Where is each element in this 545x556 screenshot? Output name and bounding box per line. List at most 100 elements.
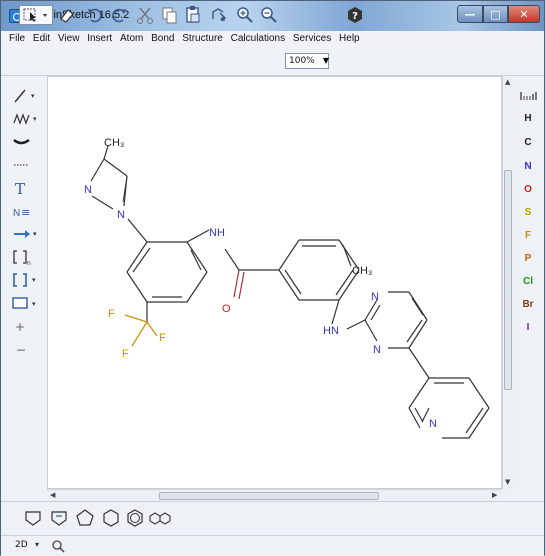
title-bar[interactable]: MarvinSketch 16.5.2 — □ ✕ xyxy=(1,1,544,31)
chain-icon[interactable]: ▾ xyxy=(11,109,39,129)
horizontal-scrollbar[interactable]: ◀ ▶ xyxy=(47,489,502,501)
select-tool-button[interactable] xyxy=(19,5,53,25)
atom-n-pyrimidine-1: N xyxy=(371,291,379,303)
vertical-scroll-thumb[interactable] xyxy=(504,170,512,390)
svg-text:?: ? xyxy=(352,11,358,22)
menu-insert[interactable]: Insert xyxy=(87,33,113,44)
vertical-scrollbar[interactable]: ▲ ▼ xyxy=(502,76,513,489)
element-cl-button[interactable]: Cl xyxy=(523,276,533,287)
dimension-chevron-icon[interactable]: ▾ xyxy=(35,540,40,549)
cyclohexane-icon[interactable] xyxy=(101,508,121,528)
menu-file[interactable]: File xyxy=(9,33,26,44)
atom-n-imidazole-1: N xyxy=(84,184,92,196)
element-c-button[interactable]: C xyxy=(524,137,532,148)
window-title: MarvinSketch 16.5.2 xyxy=(29,9,130,21)
atom-nh: NH xyxy=(209,227,225,239)
status-bar: 2D ▾ xyxy=(1,535,544,556)
paste-icon[interactable] xyxy=(183,5,203,25)
atom-ch3-top: CH₃ xyxy=(104,137,124,149)
clean-icon[interactable] xyxy=(209,5,229,25)
element-br-button[interactable]: Br xyxy=(522,299,534,310)
undo-icon[interactable] xyxy=(85,5,105,25)
atom-ch3-right: CH₃ xyxy=(352,265,372,277)
zoom-out-icon[interactable] xyxy=(259,5,279,25)
select-icon xyxy=(23,8,47,22)
copy-icon[interactable] xyxy=(159,5,179,25)
element-n-button[interactable]: N xyxy=(524,161,532,172)
left-toolbar: ▾ ▾ T N ≡ ▾ n ▾ xyxy=(1,76,46,496)
svg-text:▾: ▾ xyxy=(32,276,36,284)
svg-text:▾: ▾ xyxy=(31,92,35,100)
element-s-button[interactable]: S xyxy=(524,207,532,218)
element-toolbar: H C N O S F P Cl Br I xyxy=(513,76,545,496)
arrow-tool-icon[interactable]: ▾ xyxy=(11,224,39,244)
bracket-tool-icon[interactable]: ▾ xyxy=(11,270,39,290)
element-p-button[interactable]: P xyxy=(524,253,532,264)
text-tool-icon[interactable]: T xyxy=(11,178,39,198)
element-h-button[interactable]: H xyxy=(524,113,532,124)
minimize-button[interactable]: — xyxy=(457,5,483,23)
svg-text:▾: ▾ xyxy=(33,230,37,238)
horizontal-scroll-thumb[interactable] xyxy=(159,492,379,500)
element-o-button[interactable]: O xyxy=(524,184,532,195)
benzene-icon[interactable] xyxy=(125,508,145,528)
menu-bar: File Edit View Insert Atom Bond Structur… xyxy=(1,31,544,47)
svg-text:−: − xyxy=(16,343,26,357)
svg-text:T: T xyxy=(15,180,25,198)
polymer-bracket-icon[interactable]: n xyxy=(11,247,39,267)
element-i-button[interactable]: I xyxy=(526,322,530,333)
periodic-table-icon[interactable] xyxy=(513,88,543,104)
scroll-up-icon[interactable]: ▲ xyxy=(505,78,511,86)
redo-icon[interactable] xyxy=(109,5,129,25)
plus-tool-icon[interactable]: + xyxy=(11,316,39,336)
chevron-down-icon[interactable]: ▼ xyxy=(322,56,330,65)
svg-text:▾: ▾ xyxy=(33,115,37,123)
menu-calculations[interactable]: Calculations xyxy=(230,33,286,44)
cyclobutane-icon[interactable] xyxy=(49,508,69,528)
zoom-select[interactable]: 100% xyxy=(285,53,329,69)
cut-icon[interactable] xyxy=(135,5,155,25)
menu-bond[interactable]: Bond xyxy=(151,33,175,44)
help-icon[interactable]: ? xyxy=(345,5,365,25)
menu-view[interactable]: View xyxy=(57,33,80,44)
svg-text:≡: ≡ xyxy=(21,206,30,219)
scroll-left-icon[interactable]: ◀ xyxy=(50,491,56,499)
rectangle-tool-icon[interactable]: ▾ xyxy=(11,293,39,313)
magnifier-status-icon[interactable] xyxy=(51,539,65,553)
element-f-button[interactable]: F xyxy=(524,230,532,241)
drawing-canvas[interactable]: CH₃ N N NH O CH₃ F F F N HN N N xyxy=(47,76,502,489)
maximize-button[interactable]: □ xyxy=(483,5,508,23)
single-bond-icon[interactable]: ▾ xyxy=(11,86,39,106)
svg-text:n: n xyxy=(27,260,31,267)
atom-o: O xyxy=(222,303,231,315)
menu-help[interactable]: Help xyxy=(339,33,360,44)
cyclopropane-icon[interactable] xyxy=(23,508,43,528)
cyclopentane-icon[interactable] xyxy=(75,508,95,528)
dashed-bond-icon[interactable] xyxy=(11,155,39,175)
atom-n-imidazole-2: N xyxy=(117,209,125,221)
ring-bond-icon[interactable] xyxy=(11,132,39,152)
close-button[interactable]: ✕ xyxy=(508,5,540,23)
svg-text:▾: ▾ xyxy=(32,300,36,308)
atom-f-3: F xyxy=(122,348,129,360)
dimension-mode[interactable]: 2D xyxy=(15,540,28,550)
molecule-structure: CH₃ N N NH O CH₃ F F F N HN N N xyxy=(84,137,490,439)
scroll-down-icon[interactable]: ▼ xyxy=(505,478,511,486)
minus-tool-icon[interactable]: − xyxy=(11,339,39,359)
atom-f-2: F xyxy=(159,332,166,344)
menu-structure[interactable]: Structure xyxy=(182,33,223,44)
eraser-icon[interactable] xyxy=(57,5,77,25)
menu-services[interactable]: Services xyxy=(292,33,332,44)
shapes-toolbar xyxy=(1,501,544,536)
zoom-in-icon[interactable] xyxy=(235,5,255,25)
menu-edit[interactable]: Edit xyxy=(32,33,51,44)
charge-tool-icon[interactable]: N ≡ xyxy=(11,201,39,221)
atom-n-pyrimidine-2: N xyxy=(373,344,381,356)
svg-text:+: + xyxy=(15,320,25,334)
atom-hn: HN xyxy=(323,325,339,337)
menu-atom[interactable]: Atom xyxy=(120,33,144,44)
naphthalene-icon[interactable] xyxy=(149,508,171,528)
atom-f-1: F xyxy=(108,308,115,320)
scroll-right-icon[interactable]: ▶ xyxy=(492,491,498,499)
